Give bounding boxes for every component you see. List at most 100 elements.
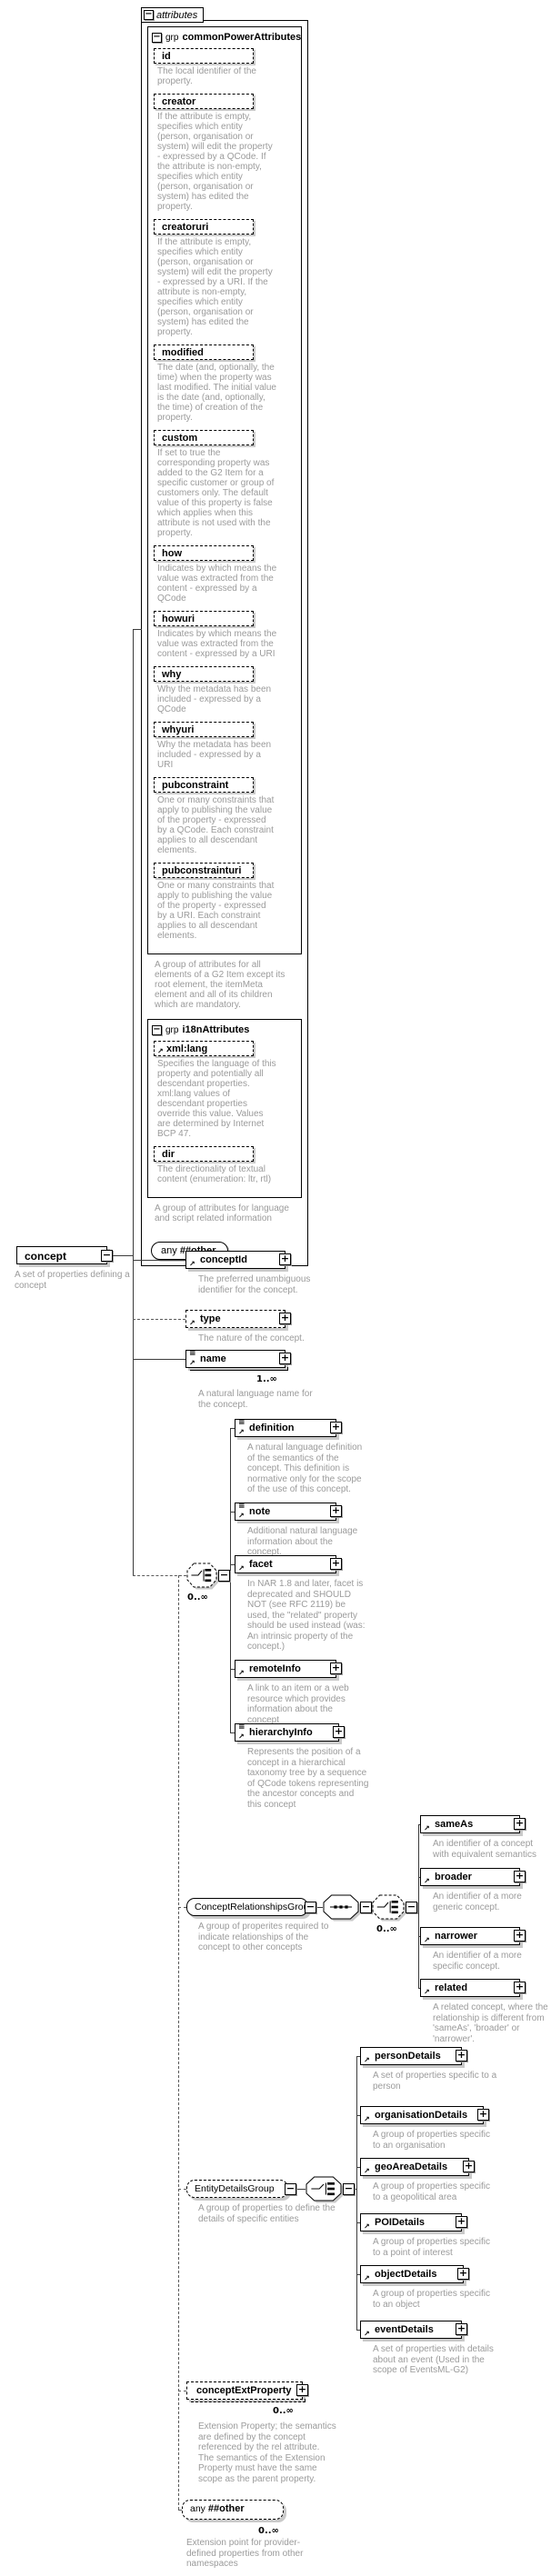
element-description: An identifier of a more specific concept… xyxy=(433,1951,522,1972)
collapse-button[interactable] xyxy=(218,1570,230,1582)
connector-line xyxy=(356,2330,360,2331)
expand-button[interactable] xyxy=(514,1930,526,1942)
element-box-broader[interactable]: broader xyxy=(420,1868,520,1886)
attributes-tab[interactable]: attributes xyxy=(141,7,205,23)
attribute-box-howuri[interactable]: howuri xyxy=(154,611,254,626)
attribute-box-creator[interactable]: creator xyxy=(154,94,254,109)
attribute-label: custom xyxy=(162,433,198,444)
expand-button[interactable] xyxy=(456,2216,467,2228)
collapse-icon[interactable] xyxy=(152,1024,162,1035)
element-box-personDetails[interactable]: personDetails xyxy=(360,2047,462,2065)
collapse-icon[interactable] xyxy=(152,32,162,43)
attribute-box-how[interactable]: how xyxy=(154,545,254,561)
element-box-facet[interactable]: facet xyxy=(235,1555,336,1573)
attribute-box-xml-lang[interactable]: xml:lang xyxy=(154,1041,254,1056)
element-label: facet xyxy=(249,1559,273,1570)
element-box-narrower[interactable]: narrower xyxy=(420,1927,520,1945)
expand-button[interactable] xyxy=(463,2161,475,2172)
expand-button[interactable] xyxy=(456,2323,467,2335)
choice-compositor[interactable] xyxy=(372,1894,408,1923)
element-box-geoAreaDetails[interactable]: geoAreaDetails xyxy=(360,2158,469,2176)
element-box-conceptExtProperty[interactable]: conceptExtProperty xyxy=(186,2381,306,2402)
expand-button[interactable] xyxy=(514,1982,526,1993)
connector-line xyxy=(418,1936,420,1937)
element-box-sameAs[interactable]: sameAs xyxy=(420,1815,520,1833)
element-box-POIDetails[interactable]: POIDetails xyxy=(360,2213,462,2232)
expand-button[interactable] xyxy=(330,1558,342,1570)
collapse-button[interactable] xyxy=(101,1250,113,1262)
expand-button[interactable] xyxy=(330,1422,342,1433)
element-box-conceptId[interactable]: conceptId xyxy=(185,1251,286,1269)
element-description: An identifier of a more generic concept. xyxy=(433,1892,522,1912)
attribute-box-custom[interactable]: custom xyxy=(154,430,254,445)
sequence-compositor[interactable] xyxy=(323,1894,363,1923)
element-box-name[interactable]: name xyxy=(185,1350,288,1371)
element-description: In NAR 1.8 and later, facet is deprecate… xyxy=(247,1579,366,1652)
attribute-box-pubconstraint[interactable]: pubconstraint xyxy=(154,777,254,793)
connector-line xyxy=(230,1512,235,1513)
connector-line xyxy=(355,2189,356,2190)
expand-button[interactable] xyxy=(457,2268,469,2280)
element-label: POIDetails xyxy=(375,2217,426,2228)
element-label: narrower xyxy=(435,1931,478,1942)
choice-compositor[interactable] xyxy=(306,2176,346,2205)
any-name: ##other xyxy=(207,2503,245,2514)
attribute-box-id[interactable]: id xyxy=(154,48,254,64)
expand-button[interactable] xyxy=(279,1253,291,1265)
expand-button[interactable] xyxy=(456,2050,467,2062)
group-ref-entityDetailsGroup[interactable]: EntityDetailsGroup xyxy=(186,2180,288,2198)
attribute-box-creatoruri[interactable]: creatoruri xyxy=(154,219,254,235)
group-ref-conceptRelationshipsGroup[interactable]: ConceptRelationshipsGroup xyxy=(186,1898,314,1916)
collapse-button[interactable] xyxy=(343,2183,355,2195)
attribute-box-why[interactable]: why xyxy=(154,666,254,682)
connector-line xyxy=(178,2510,184,2511)
expand-button[interactable] xyxy=(333,1726,345,1738)
expand-button[interactable] xyxy=(296,2384,308,2396)
attribute-box-modified[interactable]: modified xyxy=(154,344,254,360)
element-box-related[interactable]: related xyxy=(420,1979,520,1997)
element-description: A set of properties specific to a person xyxy=(373,2071,497,2092)
element-box-organisationDetails[interactable]: organisationDetails xyxy=(360,2106,484,2124)
group-header[interactable]: grp i18nAttributes xyxy=(150,1023,299,1039)
expand-button[interactable] xyxy=(514,1871,526,1882)
choice-compositor[interactable] xyxy=(186,1563,221,1592)
collapse-button[interactable] xyxy=(406,1902,417,1913)
connector-line xyxy=(178,1575,179,2510)
reference-arrow-icon xyxy=(157,1048,164,1055)
element-box-concept[interactable]: concept xyxy=(16,1246,107,1264)
connector-line xyxy=(356,2222,360,2223)
element-box-objectDetails[interactable]: objectDetails xyxy=(360,2265,464,2283)
attribute-box-pubconstrainturi[interactable]: pubconstrainturi xyxy=(154,863,254,878)
collapse-button[interactable] xyxy=(305,1902,316,1913)
attribute-description: Why the metadata has been included - exp… xyxy=(157,740,272,770)
element-box-note[interactable]: note xyxy=(235,1503,336,1521)
group-ref-anyOtherBottom[interactable]: any ##other xyxy=(182,2500,284,2520)
element-label: personDetails xyxy=(375,2051,441,2062)
expand-button[interactable] xyxy=(514,1818,526,1830)
attribute-label: why xyxy=(162,669,182,680)
element-box-definition[interactable]: definition xyxy=(235,1419,336,1437)
attribute-box-dir[interactable]: dir xyxy=(154,1146,254,1162)
element-label: note xyxy=(249,1506,271,1517)
attribute-box-whyuri[interactable]: whyuri xyxy=(154,722,254,737)
expand-button[interactable] xyxy=(279,1313,291,1324)
element-box-remoteInfo[interactable]: remoteInfo xyxy=(235,1660,336,1678)
element-box-eventDetails[interactable]: eventDetails xyxy=(360,2321,462,2339)
group-prefix: grp xyxy=(165,32,179,43)
connector-line xyxy=(418,1824,419,1988)
expand-button[interactable] xyxy=(330,1662,342,1674)
element-description: Extension Property; the semantics are de… xyxy=(198,2421,336,2484)
expand-button[interactable] xyxy=(279,1353,291,1364)
expand-button[interactable] xyxy=(477,2109,489,2121)
group-header[interactable]: grp commonPowerAttributes xyxy=(150,30,301,46)
element-box-type[interactable]: type xyxy=(185,1310,286,1328)
expand-button[interactable] xyxy=(330,1505,342,1517)
element-box-hierarchyInfo[interactable]: hierarchyInfo xyxy=(235,1723,339,1742)
collapse-button[interactable] xyxy=(360,1902,372,1913)
collapse-button[interactable] xyxy=(285,2183,296,2195)
attribute-description: One or many constraints that apply to pu… xyxy=(157,881,275,941)
attribute-description: If set to true the corresponding propert… xyxy=(157,448,275,538)
collapse-icon[interactable] xyxy=(144,10,154,20)
connector-line xyxy=(418,1877,420,1878)
